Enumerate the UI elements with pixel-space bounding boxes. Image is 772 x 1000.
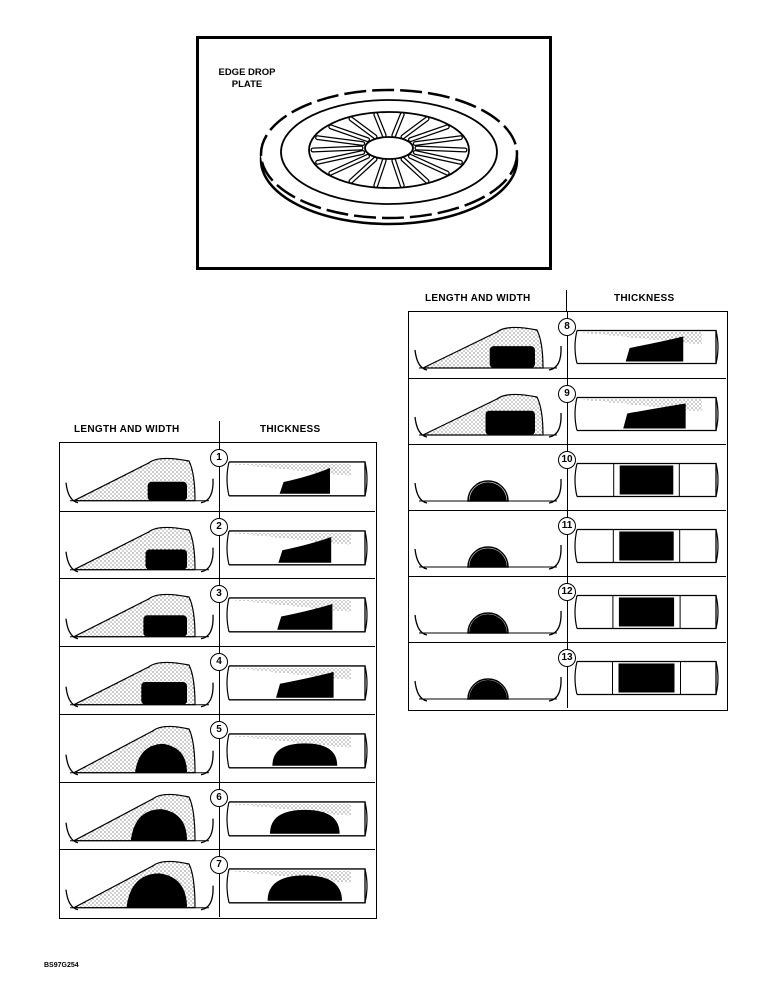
length-width-cell xyxy=(65,793,214,843)
right-row-12: 12 xyxy=(409,576,726,642)
row-number-badge: 13 xyxy=(558,649,576,667)
thickness-cell xyxy=(226,597,368,633)
length-width-cell xyxy=(65,594,214,640)
left-row-3: 3 xyxy=(60,578,375,646)
right-header-divider xyxy=(566,290,567,312)
thickness-cell xyxy=(226,800,368,836)
thickness-drawing xyxy=(574,462,719,498)
thickness-cell xyxy=(226,529,368,566)
figure-id: BS97G254 xyxy=(44,962,79,969)
thickness-cell xyxy=(226,868,368,904)
right-row-11: 11 xyxy=(409,510,726,576)
thickness-drawing xyxy=(574,594,719,630)
thickness-cell xyxy=(226,733,368,769)
length-width-drawing xyxy=(414,326,562,371)
left-row-7: 7 xyxy=(60,849,375,917)
plate-wheel xyxy=(259,88,519,226)
length-width-cell xyxy=(65,526,214,573)
thickness-cell xyxy=(574,396,719,432)
row-number-badge: 5 xyxy=(210,720,228,739)
length-width-cell xyxy=(414,610,562,636)
length-width-drawing xyxy=(65,861,214,911)
thickness-drawing xyxy=(226,733,368,769)
thickness-drawing xyxy=(574,660,719,696)
row-number-badge: 12 xyxy=(558,583,576,601)
left-row-6: 6 xyxy=(60,781,375,850)
length-width-drawing xyxy=(65,793,214,843)
thickness-drawing xyxy=(574,528,719,564)
length-width-drawing xyxy=(65,661,214,708)
length-width-drawing xyxy=(65,526,214,573)
row-number-badge: 10 xyxy=(558,451,576,469)
right-header-length-width: LENGTH AND WIDTH xyxy=(425,293,531,304)
length-width-drawing xyxy=(414,610,562,636)
row-number-badge: 9 xyxy=(558,385,576,403)
length-width-cell xyxy=(414,478,562,504)
edge-drop-plate-figure: EDGE DROP PLATE xyxy=(196,36,552,270)
row-number-badge: 3 xyxy=(210,585,228,604)
thickness-drawing xyxy=(226,461,368,497)
left-header-divider xyxy=(219,421,220,443)
length-width-cell xyxy=(65,861,214,911)
length-width-drawing xyxy=(414,676,562,702)
left-wear-table: 1 2 3 4 5 6 7 xyxy=(59,442,377,919)
length-width-cell xyxy=(65,725,214,776)
plate-label: EDGE DROP PLATE xyxy=(207,67,287,91)
length-width-cell xyxy=(414,676,562,702)
thickness-cell xyxy=(574,462,719,498)
length-width-cell xyxy=(65,457,214,504)
thickness-drawing xyxy=(226,800,368,836)
thickness-drawing xyxy=(574,396,719,432)
thickness-cell xyxy=(574,329,719,365)
plate-label-line2: PLATE xyxy=(231,79,263,90)
left-header-length-width: LENGTH AND WIDTH xyxy=(74,424,180,435)
length-width-drawing xyxy=(65,725,214,776)
length-width-drawing xyxy=(65,594,214,640)
row-number-badge: 1 xyxy=(210,449,228,467)
thickness-cell xyxy=(226,461,368,497)
thickness-cell xyxy=(574,528,719,564)
length-width-drawing xyxy=(414,393,562,438)
row-number-badge: 4 xyxy=(210,653,228,672)
row-number-badge: 2 xyxy=(210,517,228,536)
left-row-2: 2 xyxy=(60,510,375,579)
right-row-10: 10 xyxy=(409,444,726,510)
left-row-1: 1 xyxy=(60,443,375,511)
right-row-9: 9 xyxy=(409,378,726,444)
row-number-badge: 7 xyxy=(210,856,228,875)
thickness-cell xyxy=(574,594,719,630)
row-number-badge: 11 xyxy=(558,517,576,535)
plate-drawing xyxy=(259,88,519,226)
right-row-8: 8 xyxy=(409,312,726,378)
length-width-drawing xyxy=(414,478,562,504)
right-header-thickness: THICKNESS xyxy=(614,293,675,304)
right-row-13: 13 xyxy=(409,642,726,708)
plate-label-line1: EDGE DROP xyxy=(218,67,276,78)
left-header-thickness: THICKNESS xyxy=(260,424,321,435)
thickness-drawing xyxy=(226,868,368,904)
left-row-4: 4 xyxy=(60,646,375,714)
left-row-5: 5 xyxy=(60,713,375,782)
length-width-cell xyxy=(414,326,562,371)
thickness-drawing xyxy=(226,529,368,566)
length-width-drawing xyxy=(414,544,562,570)
right-wear-table: 8 9 10 11 12 13 xyxy=(408,311,728,711)
length-width-cell xyxy=(414,393,562,438)
row-number-badge: 6 xyxy=(210,788,228,807)
left-column-divider xyxy=(219,443,220,917)
length-width-drawing xyxy=(65,457,214,504)
length-width-cell xyxy=(65,661,214,708)
thickness-drawing xyxy=(574,329,719,365)
row-number-badge: 8 xyxy=(558,318,576,336)
thickness-cell xyxy=(226,665,368,701)
thickness-drawing xyxy=(226,665,368,701)
thickness-drawing xyxy=(226,597,368,633)
thickness-cell xyxy=(574,660,719,696)
length-width-cell xyxy=(414,544,562,570)
plate-spokes xyxy=(310,112,468,188)
